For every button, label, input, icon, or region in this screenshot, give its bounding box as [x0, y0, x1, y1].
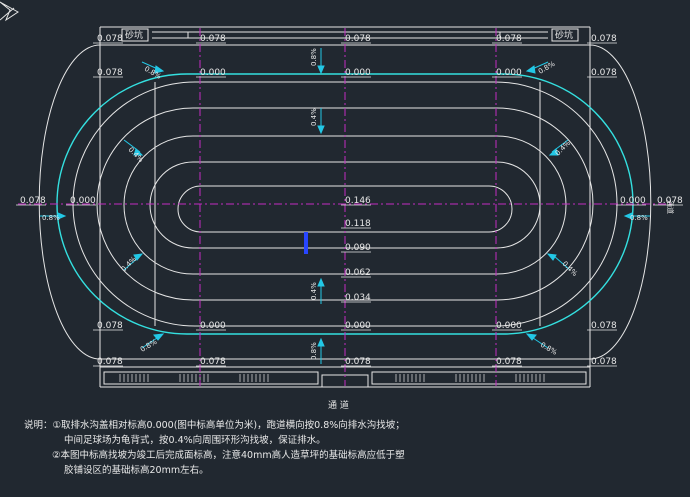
- elevation-label: 0.078: [97, 34, 123, 44]
- elevation-label: 0.062: [345, 268, 371, 278]
- elevation-label: 0.078: [591, 321, 617, 331]
- elevation-label: 0.078: [591, 68, 617, 78]
- elevation-label: 0.000: [200, 68, 226, 78]
- elevation-label: 0.000: [70, 196, 96, 206]
- slope-label: 0.4%: [310, 108, 318, 126]
- road-bottom-label: 通 道: [328, 399, 349, 411]
- elevation-label: 0.078: [97, 68, 123, 78]
- slope-label: 0.8%: [537, 60, 557, 76]
- notes-block: 说明：①取排水沟盖相对标高0.000(图中标高单位为米)，跑道横向按0.8%向排…: [24, 418, 405, 478]
- elevation-label: 0.000: [200, 321, 226, 331]
- marker-icon: [304, 232, 308, 254]
- elevation-label: 0.078: [97, 321, 123, 331]
- section-lines: [154, 82, 541, 326]
- outer-arcs: [38, 44, 652, 360]
- slope-label: 0.4%: [561, 260, 579, 278]
- elevation-label: 0.090: [345, 243, 371, 253]
- elevation-label: 0.078: [496, 357, 522, 367]
- slope-label: 0.8%: [310, 342, 318, 360]
- elevation-label: 0.078: [20, 196, 46, 206]
- note-line-4: 胶铺设区的基础标高20mm左右。: [64, 465, 209, 476]
- axis-lines: [18, 28, 672, 386]
- slope-label: 0.8%: [139, 338, 159, 354]
- elevation-label: 0.078: [591, 357, 617, 367]
- elevation-label: 0.078: [591, 34, 617, 44]
- elevation-label: 0.000: [496, 68, 522, 78]
- slope-label: 0.8%: [539, 341, 559, 357]
- sand-pit-right-label: 砂坑: [555, 29, 573, 41]
- elevation-label: 0.078: [200, 357, 226, 367]
- elevation-label: 0.078: [200, 34, 226, 44]
- elevation-label: 0.000: [620, 196, 646, 206]
- note-line-2: 中间足球场为龟背式，按0.4%向周围环形沟找坡，保证排水。: [64, 435, 326, 446]
- slope-label: 0.4%: [310, 282, 318, 300]
- elevation-label: 0.118: [345, 219, 371, 229]
- slope-label: 0.8%: [42, 214, 60, 222]
- slope-arrows: [40, 48, 650, 364]
- note-line-3: ②本图中标高找坡为竣工后完成面标高，注意40mm高人造草坪的基础标高应低于塑: [52, 450, 405, 461]
- elevation-label: 0.000: [496, 321, 522, 331]
- elevation-label: 0.034: [345, 293, 371, 303]
- elevation-label: 0.078: [657, 196, 683, 206]
- elevation-label: 0.000: [345, 321, 371, 331]
- elevation-label: 0.078: [97, 357, 123, 367]
- sand-pit-left-label: 砂坑: [125, 29, 143, 41]
- elevation-label: 0.146: [345, 196, 371, 206]
- elevation-label: 0.078: [345, 357, 371, 367]
- road-right-label: 通道: [666, 200, 675, 214]
- elevation-label: 0.000: [345, 68, 371, 78]
- note-line-1: 说明：①取排水沟盖相对标高0.000(图中标高单位为米)，跑道横向按0.8%向排…: [24, 420, 405, 431]
- compass-icon: [0, 1, 19, 22]
- elevation-label: 0.078: [345, 34, 371, 44]
- elevation-label: 0.078: [496, 34, 522, 44]
- slope-label: 0.4%: [127, 146, 145, 164]
- slope-label: 0.8%: [630, 214, 648, 222]
- bottom-strip-hatch: [119, 374, 545, 382]
- slope-label: 0.8%: [310, 48, 318, 66]
